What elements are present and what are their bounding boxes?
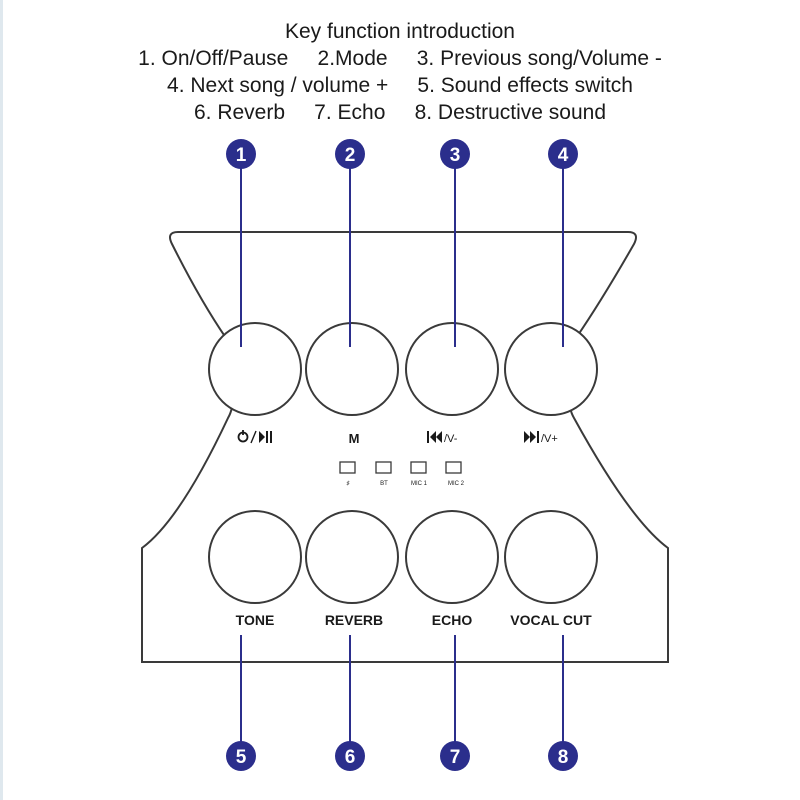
label-next-volume: /V+ — [541, 433, 558, 445]
label-reverb: REVERB — [325, 612, 383, 628]
callout-number-4: 4 — [558, 145, 569, 166]
knob-reverb[interactable] — [305, 510, 399, 604]
label-tone: TONE — [236, 612, 275, 628]
label-vocal-cut: VOCAL CUT — [510, 612, 592, 628]
label-previous-volume: /V- — [444, 433, 458, 445]
label-power-play-pause — [237, 430, 272, 444]
callout-number-2: 2 — [345, 145, 356, 166]
indicator-sharp: ♯ — [339, 461, 356, 487]
button-power[interactable] — [208, 322, 302, 416]
label-mode: M — [349, 431, 360, 446]
callout-number-1: 1 — [236, 145, 247, 166]
indicator-mic-2-label: MIC 2 — [448, 481, 465, 487]
intro-line-1: 1. On/Off/Pause 2.Mode 3. Previous song/… — [138, 47, 662, 70]
button-next[interactable] — [504, 322, 598, 416]
knob-vocal-cut[interactable] — [504, 510, 598, 604]
callout-number-3: 3 — [450, 145, 461, 166]
page-edge — [0, 0, 3, 800]
previous-track-icon — [427, 431, 442, 443]
callout-number-6: 6 — [345, 747, 356, 768]
next-track-icon — [524, 431, 539, 443]
intro-line-2: 4. Next song / volume + 5. Sound effects… — [167, 74, 633, 97]
key-function-intro: Key function introduction 1. On/Off/Paus… — [0, 18, 800, 126]
callout-badge-7: 7 — [440, 741, 470, 771]
callout-number-8: 8 — [558, 747, 569, 768]
callout-badge-3: 3 — [440, 139, 470, 169]
indicator-mic-2: MIC 2 — [445, 461, 465, 487]
indicator-mic-1-label: MIC 1 — [411, 481, 428, 487]
panel-outline — [141, 231, 669, 663]
indicator-mic-1: MIC 1 — [410, 461, 428, 487]
callout-badge-8: 8 — [548, 741, 578, 771]
callout-badge-2: 2 — [335, 139, 365, 169]
button-previous[interactable] — [405, 322, 499, 416]
callout-number-7: 7 — [450, 747, 461, 768]
indicator-sharp-label: ♯ — [347, 480, 350, 487]
callout-badge-4: 4 — [548, 139, 578, 169]
indicator-bt: BT — [375, 461, 392, 487]
button-mode[interactable] — [305, 322, 399, 416]
intro-line-3: 6. Reverb 7. Echo 8. Destructive sound — [193, 101, 607, 124]
callout-badge-5: 5 — [226, 741, 256, 771]
indicator-bt-label: BT — [380, 481, 388, 487]
power-play-pause-icon — [237, 430, 272, 444]
callout-badge-1: 1 — [226, 139, 256, 169]
knob-echo[interactable] — [405, 510, 499, 604]
label-echo: ECHO — [432, 612, 473, 628]
callout-badge-6: 6 — [335, 741, 365, 771]
callout-number-5: 5 — [236, 747, 247, 768]
intro-title: Key function introduction — [285, 20, 515, 43]
knob-tone[interactable] — [208, 510, 302, 604]
